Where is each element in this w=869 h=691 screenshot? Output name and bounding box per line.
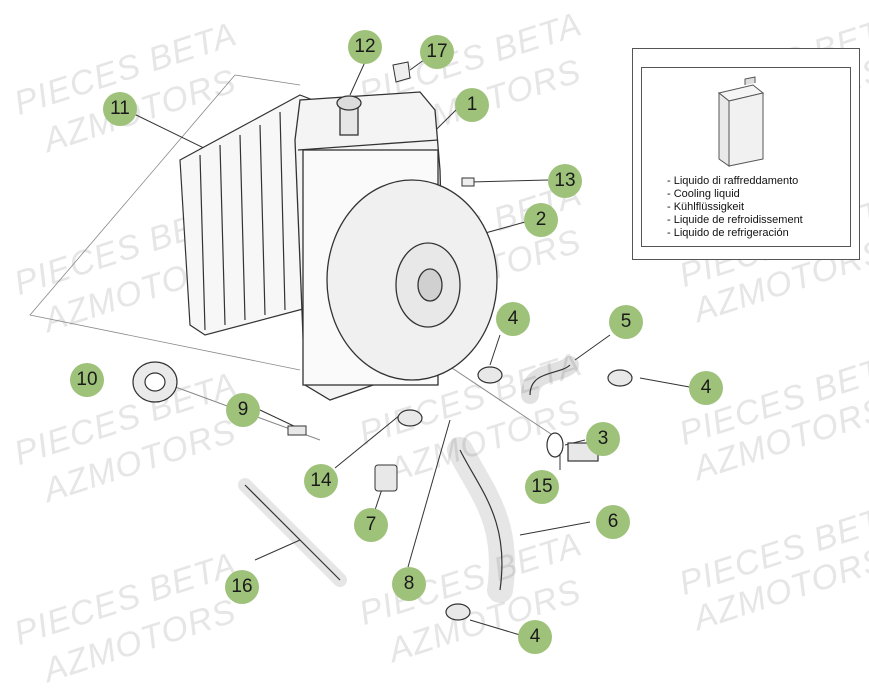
callout-marker: 14 xyxy=(304,464,338,498)
legend-line: - Liquido de refrigeración xyxy=(667,227,789,239)
callout-marker: 4 xyxy=(689,371,723,405)
callout-marker: 7 xyxy=(354,508,388,542)
callout-marker: 6 xyxy=(596,505,630,539)
bush-part xyxy=(374,464,398,492)
callout-marker: 8 xyxy=(392,567,426,601)
callout-marker: 9 xyxy=(226,393,260,427)
callout-marker: 17 xyxy=(420,35,454,69)
legend-text: - Liquido di raffreddamento - Cooling li… xyxy=(667,175,803,240)
callout-marker: 3 xyxy=(586,422,620,456)
cap-part xyxy=(132,361,178,403)
coolant-canister-icon xyxy=(717,76,765,167)
legend-line: - Kühlflüssigkeit xyxy=(667,201,745,213)
legend-line: - Liquide de refroidissement xyxy=(667,214,803,226)
bolt-part xyxy=(287,425,307,436)
callout-marker: 4 xyxy=(496,302,530,336)
callout-marker: 12 xyxy=(348,30,382,64)
bracket-part xyxy=(392,61,411,83)
callout-marker: 2 xyxy=(524,203,558,237)
callout-marker: 15 xyxy=(525,470,559,504)
callout-marker: 10 xyxy=(70,363,104,397)
callout-marker: 16 xyxy=(225,570,259,604)
callout-marker: 4 xyxy=(518,620,552,654)
radiator-part xyxy=(294,91,498,401)
legend-inner-frame xyxy=(641,67,851,247)
callout-marker: 13 xyxy=(548,164,582,198)
callout-marker: 11 xyxy=(103,92,137,126)
screw-part xyxy=(461,177,475,187)
callout-marker: 5 xyxy=(609,305,643,339)
coolant-legend-box: - Liquido di raffreddamento - Cooling li… xyxy=(632,48,860,260)
legend-line: - Cooling liquid xyxy=(667,188,740,200)
legend-line: - Liquido di raffreddamento xyxy=(667,175,799,187)
clamp-part xyxy=(397,366,633,621)
callout-marker: 1 xyxy=(455,88,489,122)
